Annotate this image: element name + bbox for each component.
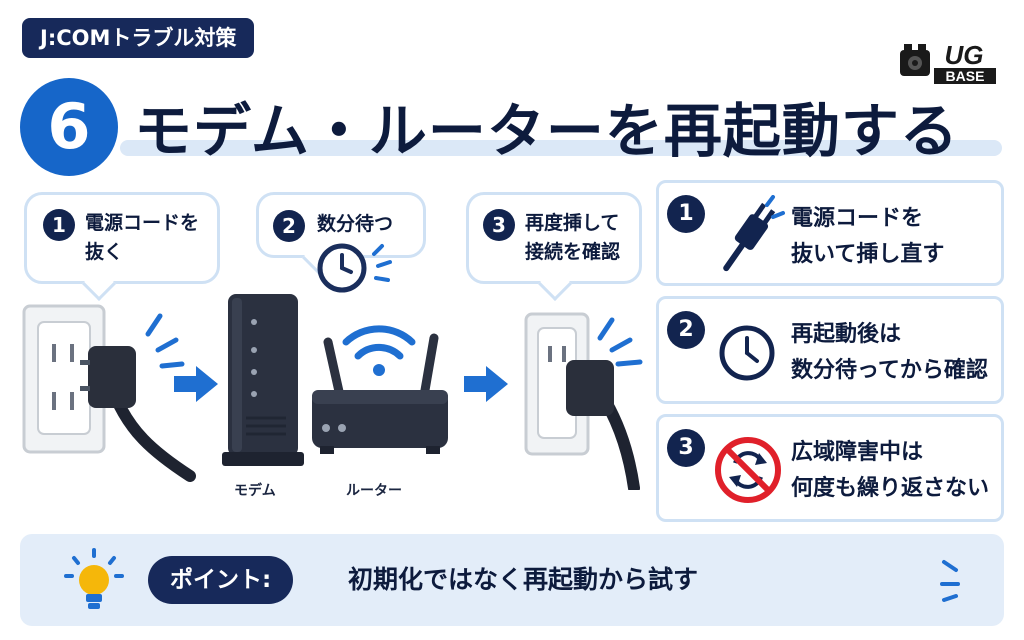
point-bar: ポイント: 初期化ではなく再起動から試す — [20, 534, 1004, 626]
tip-1-line-2: 抜いて挿し直す — [791, 242, 945, 267]
arrow-right-icon — [464, 366, 508, 402]
router-icon — [312, 325, 448, 454]
point-text: 初期化ではなく再起動から試す — [348, 565, 699, 594]
router-label: ルーター — [346, 483, 402, 499]
lightbulb-icon — [64, 548, 124, 609]
plug-icon — [723, 195, 785, 272]
step-3-line-1: 再度挿して — [525, 212, 620, 234]
step-1-line-1: 電源コードを — [85, 212, 200, 234]
step-number-3: 3 — [483, 209, 515, 241]
tip-1-line-1: 電源コードを — [791, 206, 924, 231]
tip-panel-2: 2 再起動後は 数分待ってから確認 — [656, 296, 1004, 404]
tip-panel-1: 1 電源コードを 抜いて挿し直す — [656, 180, 1004, 286]
step-2-line-1: 数分待つ — [317, 213, 394, 235]
tip-2-line-2: 数分待ってから確認 — [791, 358, 988, 383]
tip-panel-3: 3 広域障害中は 何度も繰り返さない — [656, 414, 1004, 522]
modem-label: モデム — [234, 483, 276, 499]
sparkle-lines-icon — [940, 560, 960, 602]
tip-number-2: 2 — [667, 311, 705, 349]
page-title: モデム・ルーターを再起動する — [134, 97, 959, 165]
no-repeat-icon — [715, 437, 781, 503]
tip-2-line-1: 再起動後は — [791, 322, 902, 347]
category-tag: J:COMトラブル対策 — [22, 18, 255, 58]
point-label: ポイント: — [148, 556, 294, 604]
step-1-line-2: 抜く — [85, 241, 124, 263]
logo-text-bottom: BASE — [946, 68, 985, 84]
tip-number-3: 3 — [667, 429, 705, 467]
tip-3-line-2: 何度も繰り返さない — [791, 476, 990, 501]
logo-text-top: UG — [945, 40, 984, 70]
arrow-right-icon — [174, 366, 218, 402]
clock-icon — [317, 243, 392, 293]
tip-3-line-1: 広域障害中は — [791, 440, 924, 465]
step-bubble-1: 1 電源コードを 抜く — [24, 192, 220, 301]
tip-number-1: 1 — [667, 195, 705, 233]
step-number-2: 2 — [273, 210, 305, 242]
step-number-1: 1 — [43, 209, 75, 241]
step-bubble-3: 3 再度挿して 接続を確認 — [466, 192, 642, 301]
modem-icon — [222, 294, 304, 466]
ug-base-logo: UG BASE — [900, 40, 996, 84]
section-number: 6 — [20, 78, 118, 176]
plug-in-illustration — [524, 312, 643, 490]
clock-icon — [719, 325, 775, 381]
step-3-line-2: 接続を確認 — [525, 241, 621, 263]
title-underline — [120, 140, 1002, 156]
unplug-illustration — [22, 304, 196, 482]
